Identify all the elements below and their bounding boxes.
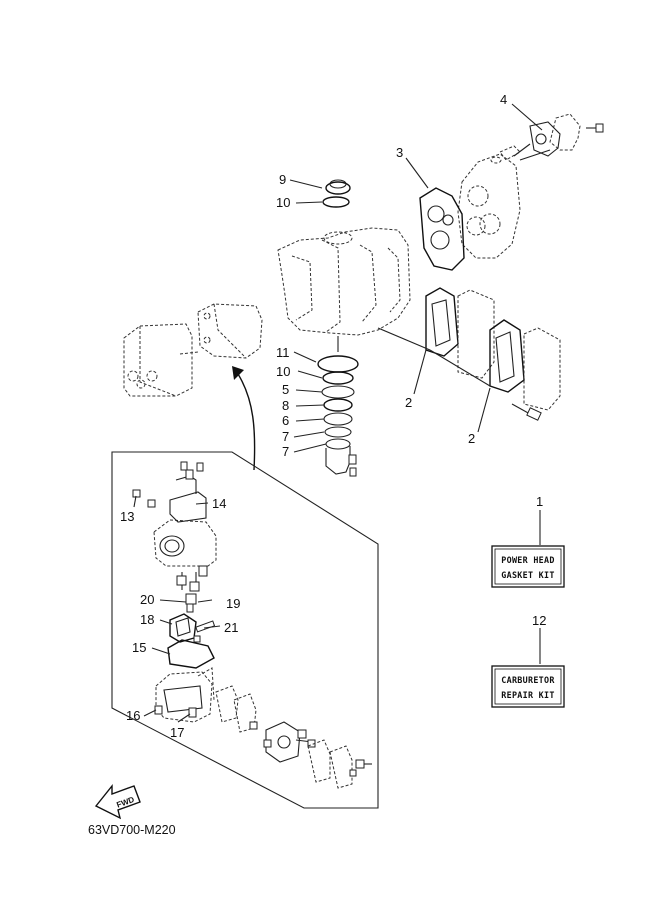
exhaust-cover: [457, 153, 521, 259]
fwd-arrow-marker: FWD: [94, 784, 141, 820]
callout-2b: 2: [468, 431, 475, 446]
intake-silencer: [123, 323, 199, 397]
seal-stack: [317, 179, 359, 477]
callout-11: 11: [276, 345, 290, 360]
callout-10a: 10: [276, 195, 290, 210]
callout-7a: 7: [282, 429, 289, 444]
diagram-code: 63VD700-M220: [88, 823, 176, 837]
callout-5: 5: [282, 382, 289, 397]
callout-7b: 7: [282, 444, 289, 459]
carburetor-inset-frame: [111, 451, 379, 809]
callout-16: 16: [126, 708, 140, 723]
carburetor-repair-kit-label: CARBURETOR REPAIR KIT: [491, 665, 565, 708]
power-head-kit-line1: POWER HEAD: [501, 555, 554, 565]
power-head-kit-line2: GASKET KIT: [501, 570, 554, 580]
crankcase-block: [277, 227, 411, 336]
power-head-gasket-kit-label: POWER HEAD GASKET KIT: [491, 545, 565, 588]
carburetor-parts: [132, 461, 372, 789]
arrow-head: [232, 366, 244, 380]
callout-9: 9: [279, 172, 286, 187]
callout-3: 3: [396, 145, 403, 160]
thermostat-cover: [490, 113, 604, 164]
callout-4: 4: [500, 92, 507, 107]
callout-1: 1: [536, 494, 543, 509]
carburetor-kit-line2: REPAIR KIT: [501, 690, 554, 700]
exhaust-gasket: [419, 187, 465, 271]
callout-15: 15: [132, 640, 146, 655]
callout-21: 21: [224, 620, 238, 635]
callout-20: 20: [140, 592, 154, 607]
callout-14: 14: [212, 496, 226, 511]
callout-8: 8: [282, 398, 289, 413]
callout-18: 18: [140, 612, 154, 627]
carburetor-kit-line1: CARBURETOR: [501, 675, 555, 685]
callout-13: 13: [120, 509, 134, 524]
callout-2a: 2: [405, 395, 412, 410]
leader-lines: [133, 103, 543, 723]
callout-labels: 1 2 2 3 4 5 6 7 7 8 9 10 10 11 12 13 14 …: [120, 92, 546, 740]
gasket-pair: [377, 287, 561, 421]
callout-12: 12: [532, 613, 546, 628]
reed-valve-housing: [197, 303, 263, 359]
callout-17: 17: [170, 725, 184, 740]
callout-19: 19: [226, 596, 240, 611]
assembly-arrow: [237, 373, 256, 471]
callout-6: 6: [282, 413, 289, 428]
callout-10b: 10: [276, 364, 290, 379]
